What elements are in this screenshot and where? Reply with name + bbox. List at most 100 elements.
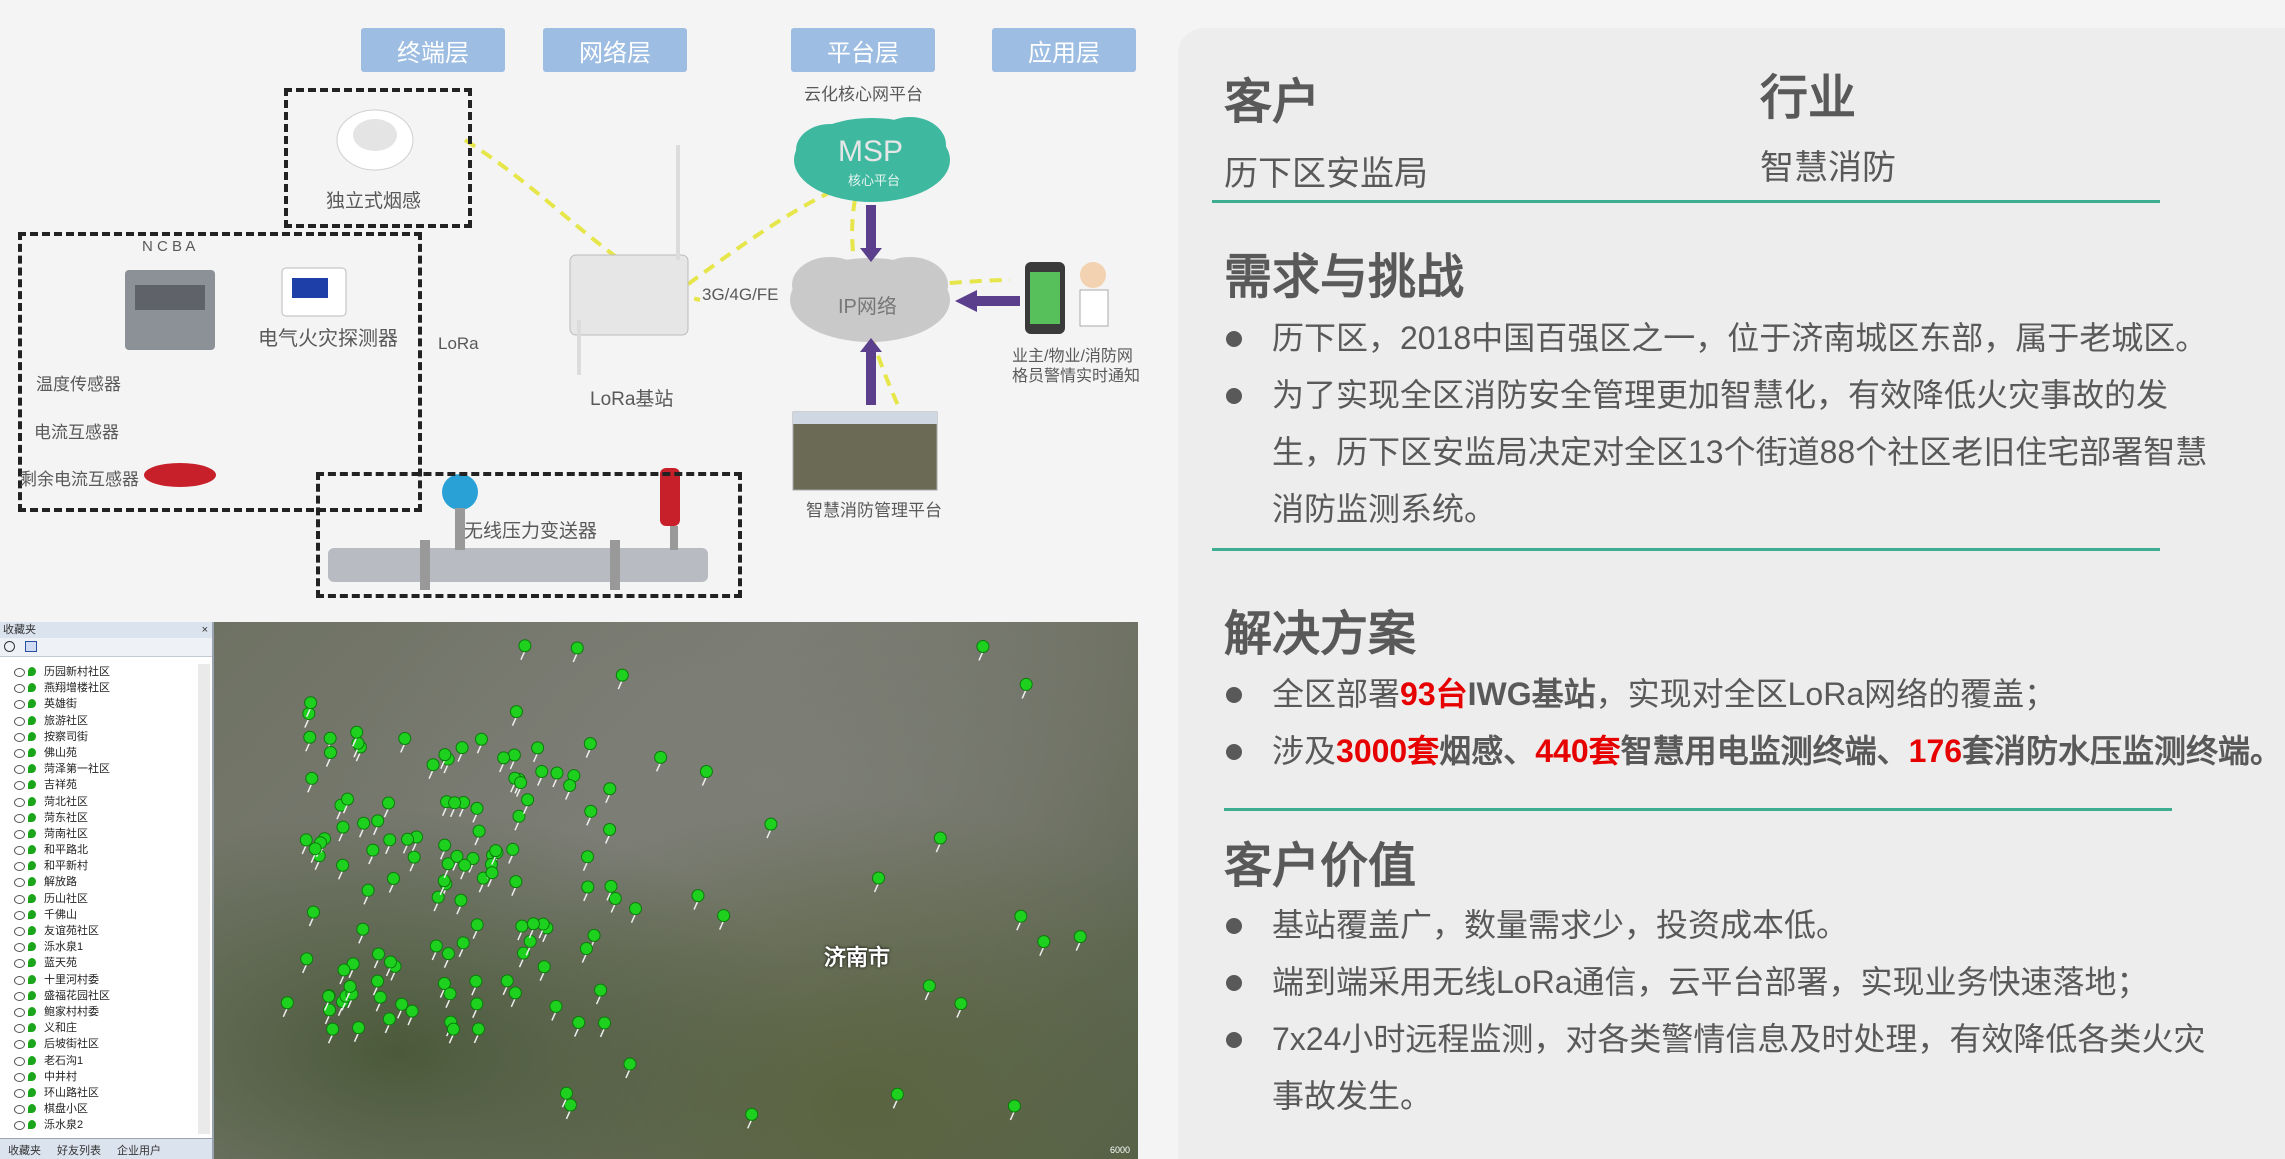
map-marker-icon[interactable]: [976, 639, 990, 661]
map-marker-icon[interactable]: [512, 809, 526, 831]
map-marker-icon[interactable]: [485, 866, 499, 888]
map-marker-icon[interactable]: [764, 817, 778, 839]
map-marker-icon[interactable]: [518, 639, 532, 661]
map-marker-icon[interactable]: [603, 822, 617, 844]
visibility-icon[interactable]: [14, 829, 25, 839]
map-marker-icon[interactable]: [474, 732, 488, 754]
map-marker-icon[interactable]: [691, 889, 705, 910]
visibility-icon[interactable]: [14, 716, 25, 726]
visibility-icon[interactable]: [14, 813, 25, 823]
map-marker-icon[interactable]: [356, 922, 370, 944]
visibility-icon[interactable]: [14, 668, 25, 677]
map-marker-icon[interactable]: [584, 804, 598, 826]
map-marker-icon[interactable]: [437, 874, 451, 896]
visibility-icon[interactable]: [14, 684, 25, 694]
map-marker-icon[interactable]: [628, 902, 642, 923]
map-marker-icon[interactable]: [395, 997, 409, 1019]
tree-item[interactable]: 历园新村社区: [0, 664, 196, 680]
map-marker-icon[interactable]: [581, 880, 595, 902]
map-marker-icon[interactable]: [455, 741, 469, 762]
map-marker-icon[interactable]: [450, 849, 464, 871]
visibility-icon[interactable]: [14, 975, 25, 985]
map-marker-icon[interactable]: [1037, 935, 1051, 956]
map-marker-icon[interactable]: [535, 765, 549, 786]
visibility-icon[interactable]: [14, 1121, 25, 1131]
map-marker-icon[interactable]: [598, 1016, 612, 1038]
tree-item[interactable]: 旅游社区: [0, 713, 196, 729]
map-marker-icon[interactable]: [382, 1012, 396, 1034]
map-marker-icon[interactable]: [516, 946, 530, 968]
map-marker-icon[interactable]: [448, 796, 462, 818]
map-marker-icon[interactable]: [745, 1107, 759, 1129]
map-marker-icon[interactable]: [454, 893, 468, 915]
tree-item[interactable]: 菏泽第一社区: [0, 761, 196, 777]
visibility-icon[interactable]: [14, 910, 25, 920]
map-marker-icon[interactable]: [357, 816, 371, 838]
tree-item[interactable]: 棋盘小区: [0, 1101, 196, 1117]
map-marker-icon[interactable]: [470, 801, 484, 823]
map-marker-icon[interactable]: [933, 831, 947, 853]
map-marker-icon[interactable]: [497, 751, 511, 773]
map-marker-icon[interactable]: [872, 871, 886, 893]
sidebar-close-icon[interactable]: ×: [201, 624, 208, 636]
visibility-icon[interactable]: [14, 1072, 25, 1082]
visibility-icon[interactable]: [14, 959, 25, 969]
map-marker-icon[interactable]: [1019, 677, 1033, 699]
visibility-icon[interactable]: [14, 991, 25, 1001]
tree-item[interactable]: 中井村: [0, 1069, 196, 1085]
map-marker-icon[interactable]: [608, 891, 622, 913]
map-marker-icon[interactable]: [300, 952, 314, 974]
map-marker-icon[interactable]: [654, 750, 668, 772]
map-marker-icon[interactable]: [514, 776, 528, 797]
map-marker-icon[interactable]: [537, 960, 551, 982]
visibility-icon[interactable]: [14, 1105, 25, 1115]
visibility-icon[interactable]: [14, 878, 25, 888]
map-marker-icon[interactable]: [405, 1004, 419, 1026]
tab-favorites[interactable]: 收藏夹: [8, 1145, 41, 1157]
map-marker-icon[interactable]: [456, 936, 470, 958]
map-marker-icon[interactable]: [438, 838, 452, 860]
tree-item[interactable]: 泺水泉1: [0, 939, 196, 955]
map-marker-icon[interactable]: [371, 814, 385, 836]
map-marker-icon[interactable]: [372, 947, 386, 969]
tree-item[interactable]: 友谊苑社区: [0, 923, 196, 939]
tree-item[interactable]: 和平新村: [0, 858, 196, 874]
map-marker-icon[interactable]: [470, 997, 484, 1019]
visibility-icon[interactable]: [14, 781, 25, 791]
visibility-icon[interactable]: [14, 1007, 25, 1017]
map-marker-icon[interactable]: [526, 917, 540, 939]
map-marker-icon[interactable]: [717, 909, 731, 930]
map-marker-icon[interactable]: [594, 983, 608, 1005]
map-marker-icon[interactable]: [500, 974, 514, 996]
map-marker-icon[interactable]: [350, 725, 364, 747]
visibility-icon[interactable]: [14, 748, 25, 758]
map-marker-icon[interactable]: [954, 997, 968, 1018]
map-marker-icon[interactable]: [383, 833, 397, 855]
map-marker-icon[interactable]: [507, 748, 521, 770]
map-marker-icon[interactable]: [549, 999, 563, 1021]
visibility-icon[interactable]: [14, 894, 25, 904]
tree-item[interactable]: 后坡街社区: [0, 1036, 196, 1052]
tree-item[interactable]: 盛福花园社区: [0, 988, 196, 1004]
map-marker-icon[interactable]: [472, 824, 486, 846]
map-marker-icon[interactable]: [1007, 1099, 1021, 1121]
map-marker-icon[interactable]: [508, 986, 522, 1008]
map-marker-icon[interactable]: [336, 820, 350, 842]
map-marker-icon[interactable]: [509, 705, 523, 726]
map-marker-icon[interactable]: [581, 850, 595, 872]
map-marker-icon[interactable]: [469, 974, 483, 996]
visibility-icon[interactable]: [14, 765, 25, 775]
map-marker-icon[interactable]: [346, 957, 360, 979]
map-marker-icon[interactable]: [441, 857, 455, 879]
visibility-icon[interactable]: [14, 943, 25, 953]
tree-item[interactable]: 吉祥苑: [0, 777, 196, 793]
map-marker-icon[interactable]: [336, 858, 350, 880]
tree-item[interactable]: 蓝天苑: [0, 955, 196, 971]
tree-item[interactable]: 燕翔增楼社区: [0, 680, 196, 696]
map-marker-icon[interactable]: [922, 979, 936, 1001]
map-marker-icon[interactable]: [523, 934, 537, 956]
tree-item[interactable]: 鲍家村村委: [0, 1004, 196, 1020]
map-marker-icon[interactable]: [1014, 909, 1028, 931]
map-marker-icon[interactable]: [470, 918, 484, 940]
map-marker-icon[interactable]: [579, 942, 593, 963]
